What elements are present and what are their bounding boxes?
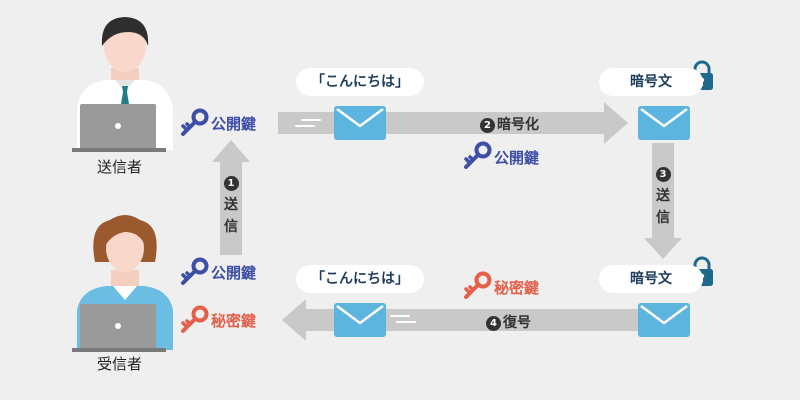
secret-key-label: 秘密鍵 [494,279,540,297]
sender-person [72,17,173,152]
public-key-label: 公開鍵 [211,115,257,133]
plaintext-bubble: 「こんにちは」 [296,265,424,293]
step-send-label: 3 送 信 [653,163,673,229]
step-text: 暗号化 [497,117,539,133]
step-number: 4 [486,316,501,331]
envelope-icon [636,301,692,339]
public-key-label: 公開鍵 [494,149,540,167]
receiver-person [72,215,173,352]
step-number: 3 [655,167,671,182]
send-arrow-down [644,143,682,259]
step-char: 送 [656,188,670,204]
envelope-icon [332,104,388,142]
step-char: 送 [224,197,238,213]
ciphertext-bubble: 暗号文 [599,265,703,293]
plaintext-bubble: 「こんにちは」 [296,68,424,96]
secret-key-label: 秘密鍵 [211,312,257,330]
public-key-label: 公開鍵 [211,264,257,282]
step-text: 復号 [503,315,531,331]
step-number: 1 [223,176,239,191]
ciphertext-bubble: 暗号文 [599,68,703,96]
step-send-label: 1 送 信 [221,172,241,238]
public-key-icon [181,108,209,136]
step-char: 信 [656,210,670,226]
public-key-icon [464,141,492,169]
secret-key-icon [181,305,209,333]
motion-lines [295,119,416,323]
send-arrow-up [212,140,250,255]
encrypt-arrow [278,102,628,144]
step-char: 信 [224,219,238,235]
sender-label: 送信者 [97,158,143,176]
step-number: 2 [480,118,495,133]
receiver-label: 受信者 [97,355,143,373]
public-key-icon [181,257,209,285]
envelope-icon [636,104,692,142]
envelope-icon [332,301,388,339]
secret-key-icon [464,271,492,299]
